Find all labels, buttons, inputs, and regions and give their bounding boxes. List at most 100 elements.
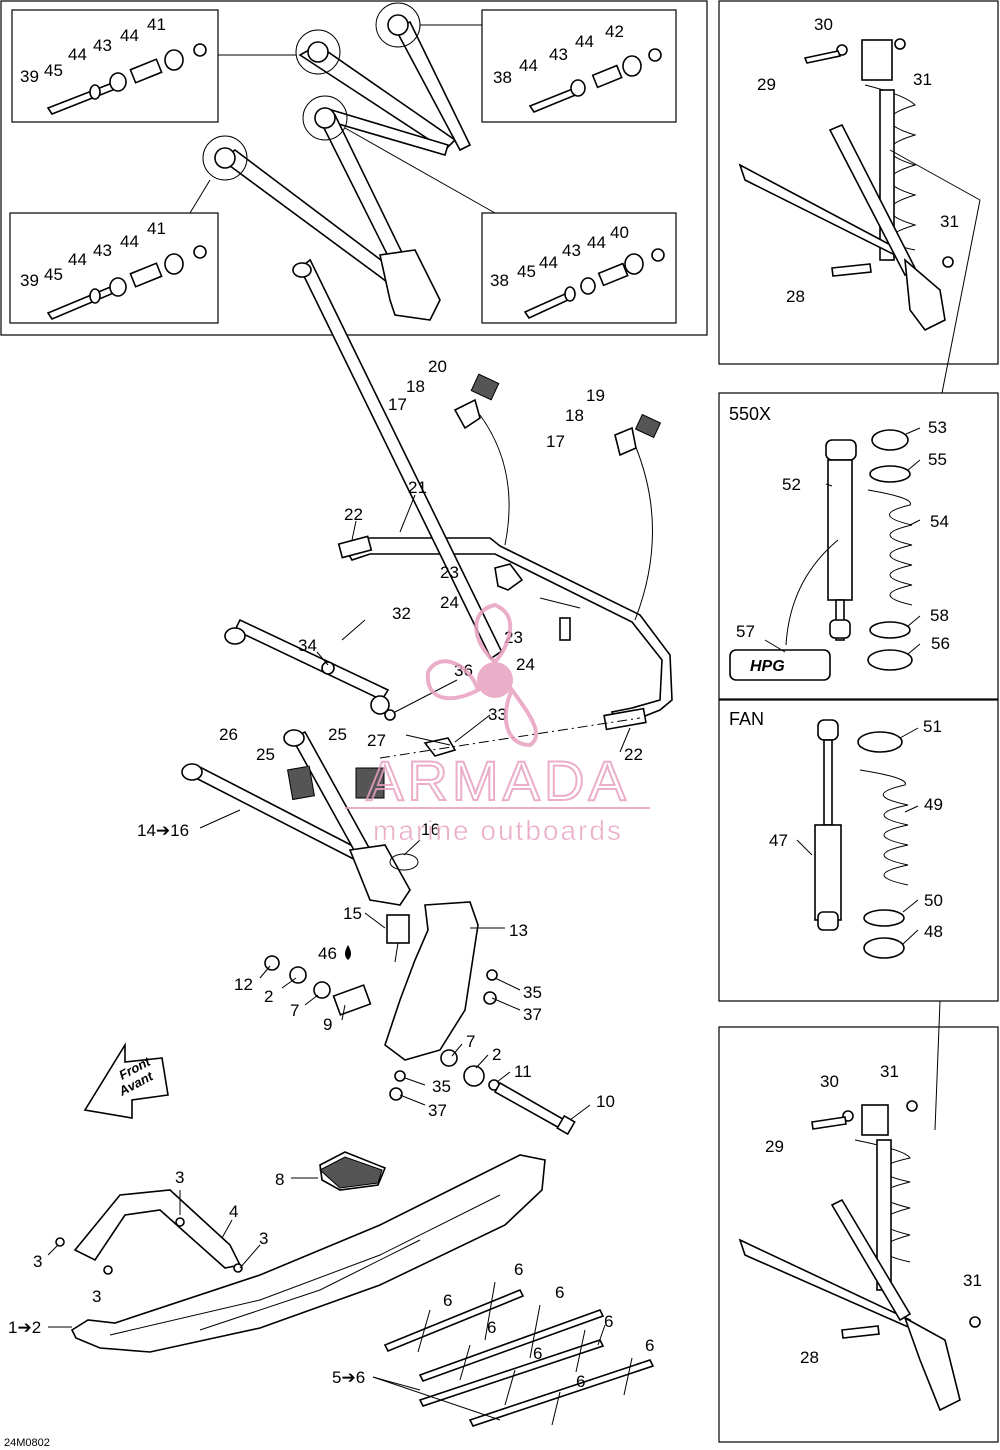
spindle bbox=[264, 901, 576, 1136]
callout-43: 43 bbox=[549, 45, 568, 64]
callout-55: 55 bbox=[928, 450, 947, 469]
sway-bar-assembly bbox=[337, 373, 673, 731]
callout-29: 29 bbox=[765, 1137, 784, 1156]
callout-28: 28 bbox=[786, 287, 805, 306]
callout-26: 26 bbox=[219, 725, 238, 744]
callout-15: 15 bbox=[343, 904, 362, 923]
callout-31: 31 bbox=[963, 1271, 982, 1290]
logo-name: ARMADA bbox=[366, 749, 630, 812]
callout-6: 6 bbox=[645, 1336, 654, 1355]
runners bbox=[383, 1281, 655, 1427]
callout-44: 44 bbox=[587, 233, 606, 252]
callout-28: 28 bbox=[800, 1348, 819, 1367]
callout-58: 58 bbox=[930, 606, 949, 625]
upper-a-arm-sketch bbox=[189, 2, 496, 321]
callout-45: 45 bbox=[44, 265, 63, 284]
callout-31: 31 bbox=[940, 212, 959, 231]
callout-25: 25 bbox=[256, 745, 275, 764]
inset-bushing-top-right bbox=[481, 9, 677, 123]
callout-53: 53 bbox=[928, 418, 947, 437]
callout-44: 44 bbox=[575, 32, 594, 51]
bushing-stacks bbox=[46, 43, 665, 320]
callout-50: 50 bbox=[924, 891, 943, 910]
shock-install-panel-top bbox=[718, 0, 999, 365]
callout-4: 4 bbox=[229, 1202, 238, 1221]
callout-18: 18 bbox=[565, 406, 584, 425]
callout-9: 9 bbox=[323, 1015, 332, 1034]
callout-6: 6 bbox=[487, 1318, 496, 1337]
variant-label-550x: 550X bbox=[729, 404, 771, 424]
callout-57: 57 bbox=[736, 622, 755, 641]
callout-22: 22 bbox=[624, 745, 643, 764]
callout-7: 7 bbox=[466, 1032, 475, 1051]
callout-43: 43 bbox=[93, 241, 112, 260]
callout-43: 43 bbox=[93, 36, 112, 55]
callout-34: 34 bbox=[298, 636, 317, 655]
callout-2: 2 bbox=[264, 987, 273, 1006]
callout-22: 22 bbox=[344, 505, 363, 524]
inset-bushing-top-left bbox=[11, 9, 219, 123]
callout-41: 41 bbox=[147, 219, 166, 238]
callout-17: 17 bbox=[388, 395, 407, 414]
callout-44: 44 bbox=[68, 45, 87, 64]
figure-code: 24M0802 bbox=[4, 1437, 50, 1449]
callout-42: 42 bbox=[605, 22, 624, 41]
watermark-logo: ARMADA marine outboards bbox=[345, 602, 650, 846]
top-a-arm-panel bbox=[0, 0, 708, 336]
callout-3: 3 bbox=[92, 1287, 101, 1306]
callout-14-to-16: 14➔16 bbox=[137, 821, 189, 840]
shock-install-bottom bbox=[738, 1000, 981, 1412]
callout-38: 38 bbox=[490, 271, 509, 290]
callout-6: 6 bbox=[443, 1291, 452, 1310]
callout-45: 45 bbox=[517, 262, 536, 281]
inset-bushing-bottom-right bbox=[481, 212, 677, 324]
callout-21: 21 bbox=[408, 478, 427, 497]
callout-3: 3 bbox=[175, 1168, 184, 1187]
callout-54: 54 bbox=[930, 512, 949, 531]
callout-44: 44 bbox=[120, 232, 139, 251]
logo-tagline: marine outboards bbox=[373, 815, 623, 846]
callout-27: 27 bbox=[367, 731, 386, 750]
panel-fan bbox=[718, 699, 999, 1002]
callout-24: 24 bbox=[516, 655, 535, 674]
callout-31: 31 bbox=[913, 70, 932, 89]
callout-10: 10 bbox=[596, 1092, 615, 1111]
callout-52: 52 bbox=[782, 475, 801, 494]
callout-35: 35 bbox=[432, 1077, 451, 1096]
callout-38: 38 bbox=[493, 68, 512, 87]
callout-49: 49 bbox=[924, 795, 943, 814]
shock-install-panel-bottom bbox=[718, 1026, 999, 1443]
panel-550x bbox=[718, 392, 999, 700]
callout-3: 3 bbox=[33, 1252, 42, 1271]
callout-23: 23 bbox=[440, 563, 459, 582]
callout-3: 3 bbox=[259, 1229, 268, 1248]
front-direction-arrow bbox=[83, 1042, 169, 1119]
callout-12: 12 bbox=[234, 975, 253, 994]
callout-29: 29 bbox=[757, 75, 776, 94]
callout-37: 37 bbox=[523, 1005, 542, 1024]
callout-39: 39 bbox=[20, 271, 39, 290]
callout-51: 51 bbox=[923, 717, 942, 736]
callout-8: 8 bbox=[275, 1170, 284, 1189]
callout-30: 30 bbox=[820, 1072, 839, 1091]
callout-16: 16 bbox=[421, 820, 440, 839]
callout-37: 37 bbox=[428, 1101, 447, 1120]
callout-17: 17 bbox=[546, 432, 565, 451]
callout-44: 44 bbox=[539, 253, 558, 272]
callout-19: 19 bbox=[586, 386, 605, 405]
callout-5-to-6: 5➔6 bbox=[332, 1368, 365, 1387]
callout-46: 46 bbox=[318, 944, 337, 963]
callout-56: 56 bbox=[931, 634, 950, 653]
hpg-label: HPG bbox=[750, 658, 785, 675]
callout-25: 25 bbox=[328, 725, 347, 744]
callout-24: 24 bbox=[440, 593, 459, 612]
callout-labels: 39 45 44 43 44 41 38 44 43 44 42 39 45 4… bbox=[8, 15, 982, 1391]
ski bbox=[55, 1151, 546, 1353]
callout-30: 30 bbox=[814, 15, 833, 34]
grease-drop-icon bbox=[345, 945, 351, 960]
callout-2: 2 bbox=[492, 1045, 501, 1064]
callout-39: 39 bbox=[20, 67, 39, 86]
shock-550x bbox=[729, 429, 913, 681]
shock-fan bbox=[814, 719, 909, 959]
